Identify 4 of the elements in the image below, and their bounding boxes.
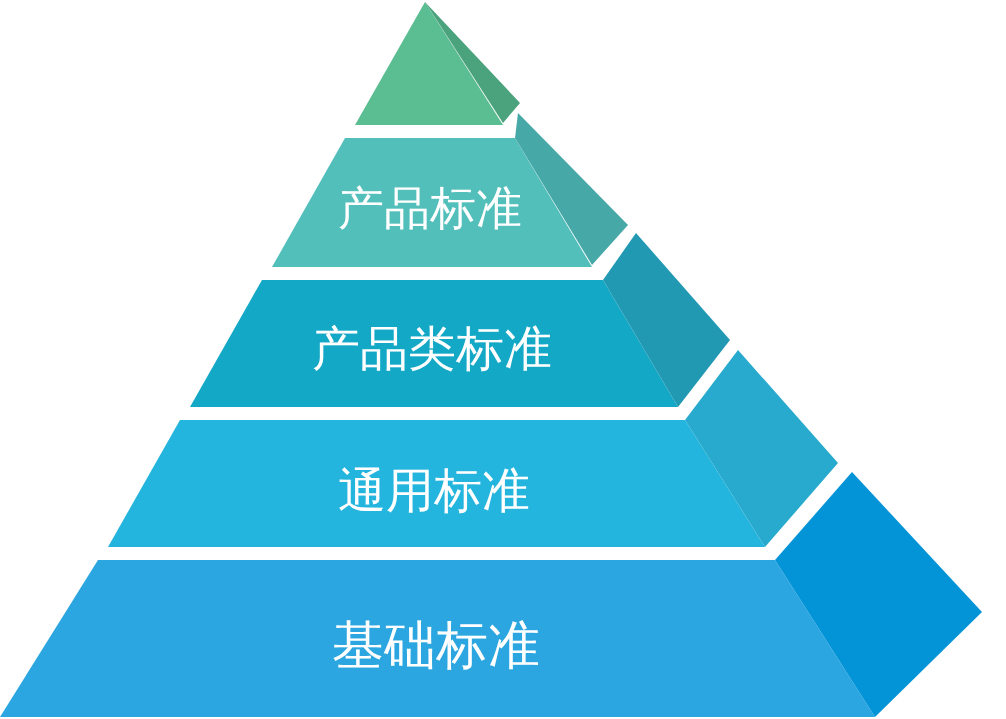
tier-label: 产品类标准	[312, 324, 552, 372]
tier-label: 基础标准	[332, 619, 540, 671]
tier-label: 产品标准	[338, 185, 522, 231]
tier-label: 通用标准	[338, 466, 530, 514]
